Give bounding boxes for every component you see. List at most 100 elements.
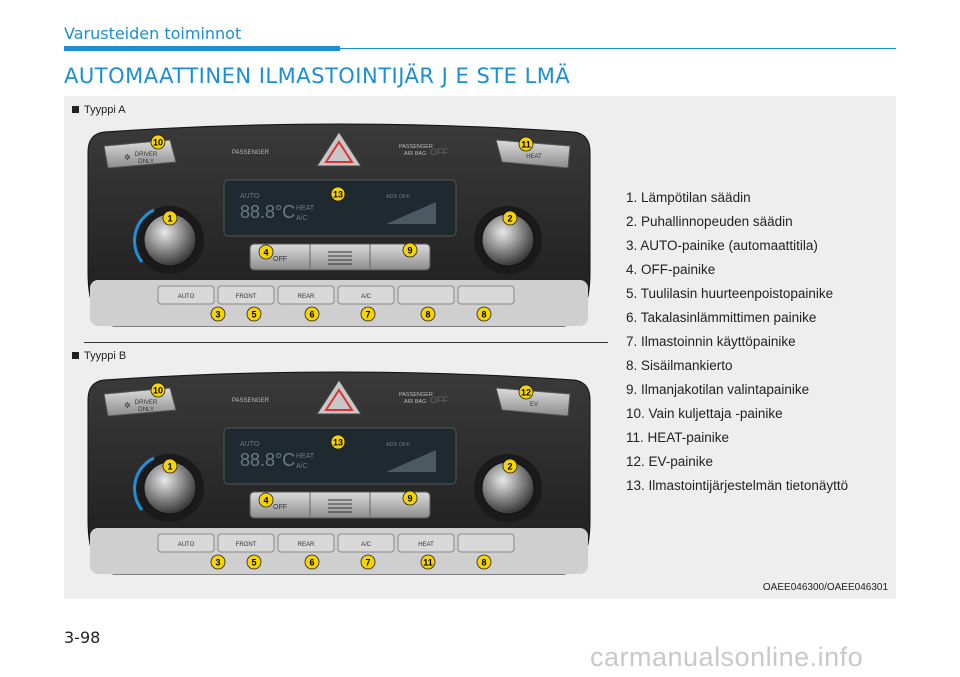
top-right-button[interactable]	[495, 139, 571, 169]
airbag-label-2: AIR BAG	[404, 151, 426, 157]
svg-text:4: 4	[263, 496, 268, 506]
callout-c4: 4	[258, 244, 274, 260]
bottom-button-2[interactable]: FRONT	[217, 533, 275, 553]
callout-c8b: 8	[476, 306, 492, 322]
callout-c1: 1	[162, 458, 178, 474]
legend-item: 3. AUTO-painike (automaattitila)	[626, 238, 818, 253]
vent-icon	[328, 251, 352, 265]
svg-text:10: 10	[153, 386, 163, 396]
svg-text:5: 5	[251, 310, 256, 320]
display-temp: 88.8°C	[240, 202, 295, 222]
bottom-button-label: AUTO	[178, 294, 195, 300]
airbag-label-1: PASSENGER	[399, 144, 433, 150]
callout-c6: 6	[304, 306, 320, 322]
hazard-icon	[324, 388, 354, 411]
type-a-label: Tyyppi A	[72, 104, 126, 116]
callout-c7: 7	[360, 554, 376, 570]
svg-text:2: 2	[507, 214, 512, 224]
bottom-button-6[interactable]	[457, 533, 515, 553]
legend-item: 4. OFF-painike	[626, 262, 716, 277]
svg-text:7: 7	[365, 310, 370, 320]
type-a-text: Tyyppi A	[84, 104, 126, 116]
bottom-button-6[interactable]	[457, 285, 515, 305]
callout-c13: 13	[330, 186, 346, 202]
svg-text:13: 13	[333, 438, 343, 448]
top-right-button[interactable]	[495, 387, 571, 417]
display-ads-off: ADS OFF	[386, 442, 410, 448]
callout-c6: 6	[304, 554, 320, 570]
type-b-label: Tyyppi B	[72, 350, 126, 362]
display-ads-off: ADS OFF	[386, 194, 410, 200]
bottom-button-4[interactable]: A/C	[337, 533, 395, 553]
svg-text:3: 3	[215, 558, 220, 568]
bottom-button-3[interactable]: REAR	[277, 285, 335, 305]
callout-c7: 7	[360, 306, 376, 322]
svg-text:6: 6	[309, 558, 314, 568]
display-auto: AUTO	[240, 441, 260, 448]
legend-item: 8. Sisäilmankierto	[626, 358, 733, 373]
top-right-button-label: HEAT	[526, 154, 542, 160]
fan-icon: ✲	[124, 153, 131, 162]
display-auto: AUTO	[240, 193, 260, 200]
bottom-button-label: AUTO	[178, 542, 195, 548]
legend-item: 13. Ilmastointijärjestelmän tietonäyttö	[626, 478, 849, 493]
callout-c2: 2	[502, 458, 518, 474]
legend-item: 12. EV-painike	[626, 454, 714, 469]
bottom-button-label: FRONT	[236, 294, 257, 300]
svg-text:12: 12	[521, 388, 531, 398]
bottom-button-5[interactable]	[397, 285, 455, 305]
off-button-label: OFF	[273, 256, 287, 263]
svg-text:8: 8	[481, 558, 486, 568]
bottom-button-1[interactable]: AUTO	[157, 285, 215, 305]
mid-button-row	[249, 243, 431, 271]
passenger-label: PASSENGER	[232, 150, 270, 156]
page-title: AUTOMAATTINEN ILMASTOINTIJÄR J E STE LMÄ	[64, 64, 571, 88]
callout-c13: 13	[330, 434, 346, 450]
svg-text:11: 11	[423, 558, 433, 568]
svg-text:9: 9	[407, 494, 412, 504]
callout-c1: 1	[162, 210, 178, 226]
header-rule-thick	[64, 46, 340, 51]
svg-text:1: 1	[167, 462, 172, 472]
callout-c10: 10	[150, 382, 166, 398]
top-right-button-label: EV	[530, 402, 538, 408]
legend-item: 10. Vain kuljettaja -painike	[626, 406, 783, 421]
fan-icon: ✲	[124, 401, 131, 410]
callout-c8b: 8	[476, 554, 492, 570]
driver-only-label-2: ONLY	[138, 407, 154, 413]
bottom-button-label: A/C	[361, 542, 372, 548]
bottom-button-4[interactable]: A/C	[337, 285, 395, 305]
climate-panel-type-b: DRIVER ONLY ✲ EV PASSENGER PASSENGER AIR…	[84, 370, 594, 580]
svg-text:13: 13	[333, 190, 343, 200]
legend-item: 5. Tuulilasin huurteenpoistopainike	[626, 286, 834, 301]
bottom-button-2[interactable]: FRONT	[217, 285, 275, 305]
fan-level-bars	[386, 450, 436, 472]
callout-c4: 4	[258, 492, 274, 508]
type-b-text: Tyyppi B	[84, 350, 127, 362]
bottom-button-1[interactable]: AUTO	[157, 533, 215, 553]
callout-c10: 10	[150, 134, 166, 150]
airbag-off-indicator: OFF	[430, 395, 448, 405]
legend-item: 9. Ilmanjakotilan valintapainike	[626, 382, 810, 397]
section-title: Varusteiden toiminnot	[64, 24, 242, 43]
svg-text:5: 5	[251, 558, 256, 568]
callout-c9: 9	[402, 242, 418, 258]
legend-item: 11. HEAT-painike	[626, 430, 730, 445]
header-rule-thin	[340, 48, 896, 49]
callout-c9: 9	[402, 490, 418, 506]
svg-text:2: 2	[507, 462, 512, 472]
svg-text:11: 11	[521, 140, 531, 150]
temp-scale	[133, 456, 155, 511]
callout-c2: 2	[502, 210, 518, 226]
bullet-square-icon	[72, 351, 79, 359]
bottom-button-label: HEAT	[418, 542, 434, 548]
svg-text:8: 8	[481, 310, 486, 320]
bottom-button-5[interactable]: HEAT	[397, 533, 455, 553]
bottom-button-label: FRONT	[236, 542, 257, 548]
svg-text:8: 8	[425, 310, 430, 320]
legend-item: 1. Lämpötilan säädin	[626, 190, 751, 205]
watermark: carmanualsonline.info	[590, 642, 864, 672]
bottom-button-3[interactable]: REAR	[277, 533, 335, 553]
bottom-button-label: A/C	[361, 294, 372, 300]
